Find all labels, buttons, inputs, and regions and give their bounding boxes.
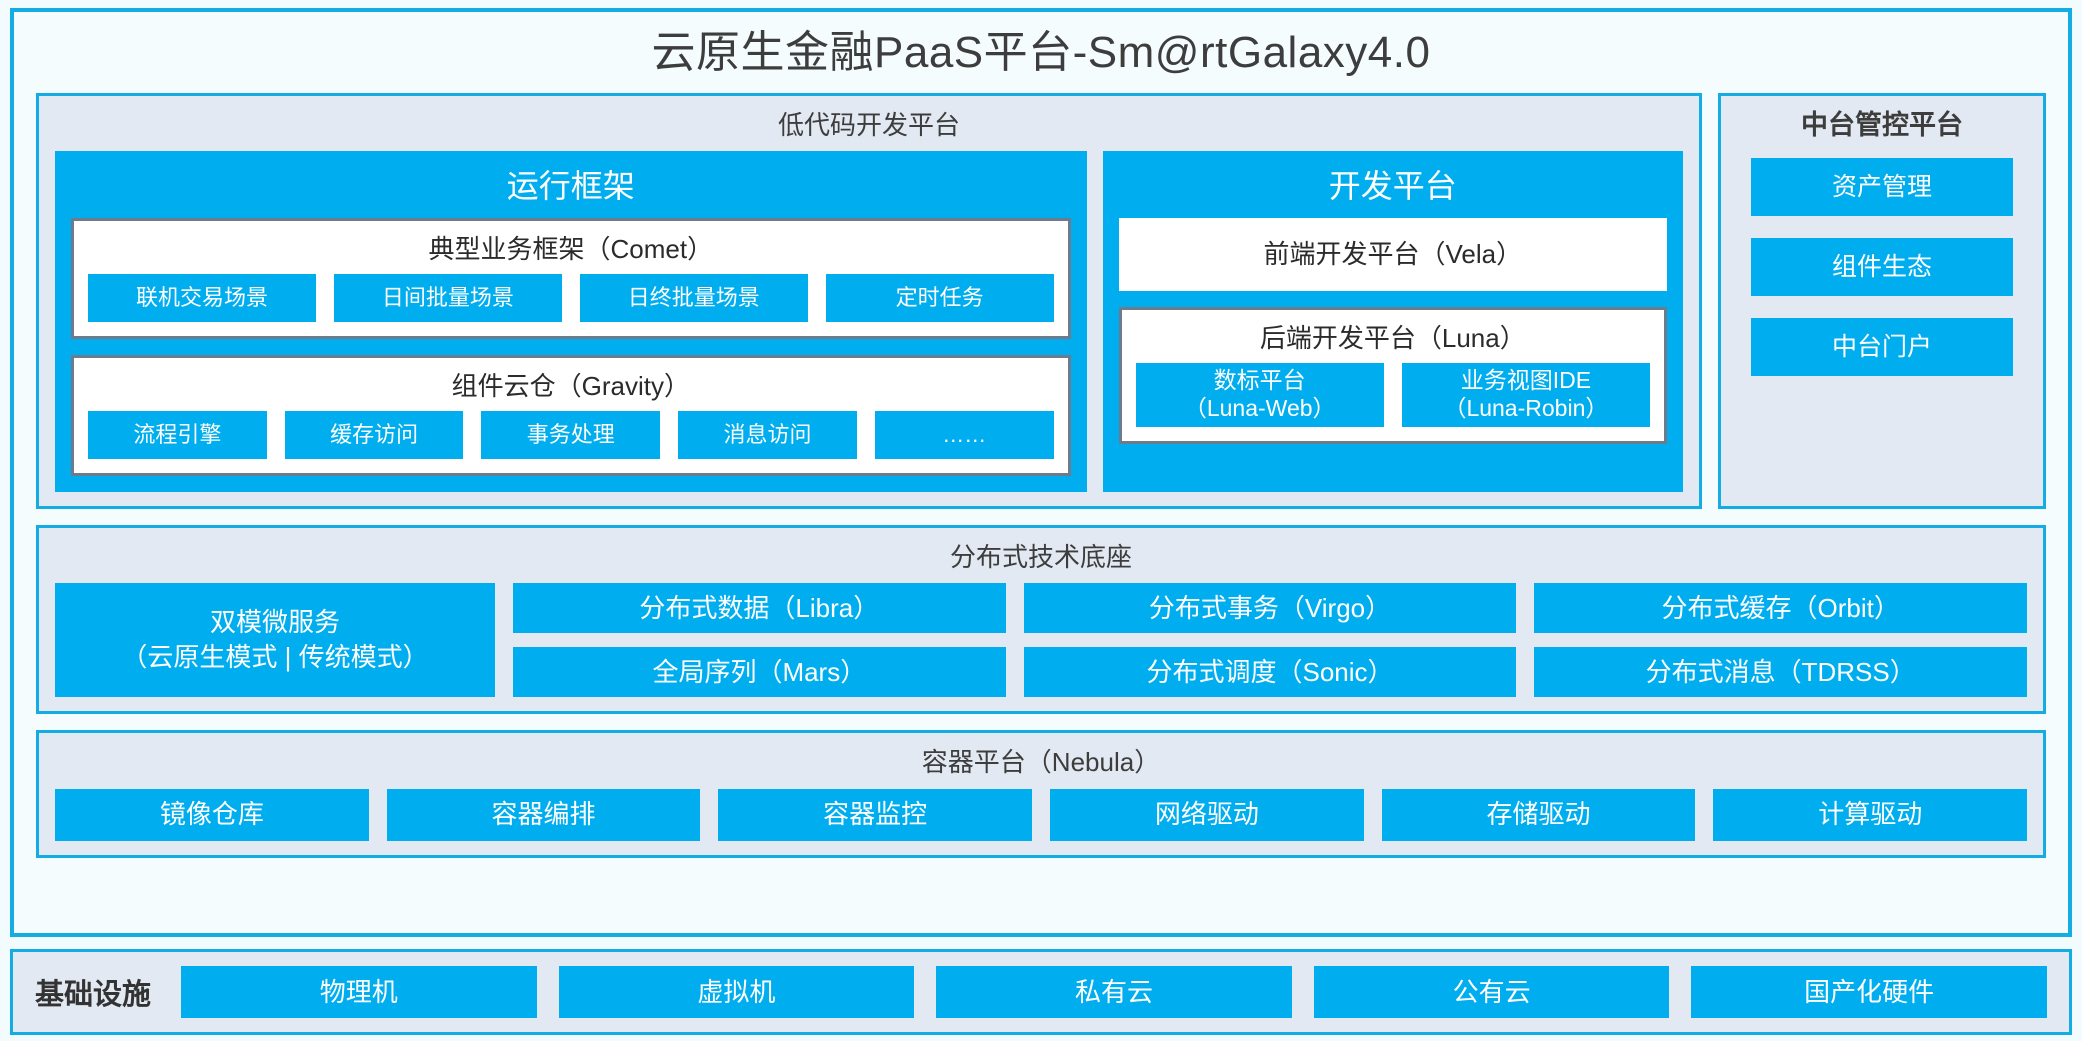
zhongtai-control-panel: 中台管控平台 资产管理 组件生态 中台门户 — [1718, 92, 2046, 509]
dev-platform-title: 开发平台 — [1328, 168, 1457, 205]
gravity-item[interactable]: 事务处理 — [481, 410, 661, 459]
zhongtai-item-asset-management[interactable]: 资产管理 — [1751, 158, 2013, 217]
backend-item-luna-robin[interactable]: 业务视图IDE （Luna-Robin） — [1401, 362, 1651, 427]
container-platform-wrap: 容器平台（Nebula） 镜像仓库 容器编排 容器监控 网络驱动 存储驱动 计算… — [14, 730, 2068, 858]
container-platform-title: 容器平台（Nebula） — [921, 747, 1161, 778]
comet-item[interactable]: 联机交易场景 — [88, 273, 316, 322]
backend-platform-items: 数标平台 （Luna-Web） 业务视图IDE （Luna-Robin） — [1135, 362, 1651, 427]
comet-box: 典型业务框架（Comet） 联机交易场景 日间批量场景 日终批量场景 定时任务 — [71, 218, 1071, 339]
infrastructure-panel: 基础设施 物理机 虚拟机 私有云 公有云 国产化硬件 — [10, 949, 2072, 1035]
gravity-item[interactable]: 消息访问 — [678, 410, 857, 459]
comet-item[interactable]: 定时任务 — [825, 273, 1054, 322]
zhongtai-item-component-ecosystem[interactable]: 组件生态 — [1751, 238, 2013, 297]
gravity-title: 组件云仓（Gravity） — [451, 370, 690, 401]
page-title: 云原生金融PaaS平台-Sm@rtGalaxy4.0 — [651, 28, 1431, 77]
tech-foundation-grid: 双模微服务 （云原生模式 | 传统模式） 分布式数据（Libra） 全局序列（M… — [55, 583, 2028, 698]
container-item-storage-driver[interactable]: 存储驱动 — [1381, 788, 1696, 841]
infrastructure-item-domestic-hardware[interactable]: 国产化硬件 — [1691, 966, 2047, 1018]
backend-platform-box: 后端开发平台（Luna） 数标平台 （Luna-Web） 业务视图IDE （Lu… — [1118, 306, 1667, 444]
container-item-orchestration[interactable]: 容器编排 — [386, 788, 701, 841]
frontend-platform-box[interactable]: 前端开发平台（Vela） — [1118, 218, 1667, 291]
infrastructure-item-private-cloud[interactable]: 私有云 — [936, 966, 1292, 1018]
comet-items: 联机交易场景 日间批量场景 日终批量场景 定时任务 — [88, 273, 1054, 322]
comet-item[interactable]: 日间批量场景 — [333, 273, 562, 322]
container-platform-items: 镜像仓库 容器编排 容器监控 网络驱动 存储驱动 计算驱动 — [55, 788, 2028, 841]
runtime-framework-title: 运行框架 — [506, 168, 635, 205]
tech-column-3: 分布式缓存（Orbit） 分布式消息（TDRSS） — [1534, 583, 2028, 698]
tech-item-tdrss[interactable]: 分布式消息（TDRSS） — [1534, 647, 2028, 698]
zhongtai-item-portal[interactable]: 中台门户 — [1751, 318, 2013, 377]
tech-column-1: 分布式数据（Libra） 全局序列（Mars） — [513, 583, 1006, 698]
tech-foundation-title: 分布式技术底座 — [949, 541, 1132, 572]
tech-item-mars[interactable]: 全局序列（Mars） — [513, 647, 1006, 698]
tech-item-sonic[interactable]: 分布式调度（Sonic） — [1023, 647, 1517, 698]
comet-item[interactable]: 日终批量场景 — [579, 273, 808, 322]
lowcode-platform-title: 低代码开发平台 — [777, 109, 960, 140]
tech-dual-mode-microservice[interactable]: 双模微服务 （云原生模式 | 传统模式） — [55, 583, 495, 698]
gravity-item[interactable]: 缓存访问 — [284, 410, 464, 459]
gravity-items: 流程引擎 缓存访问 事务处理 消息访问 …… — [88, 410, 1054, 459]
tech-item-virgo[interactable]: 分布式事务（Virgo） — [1023, 583, 1517, 634]
lowcode-body: 运行框架 典型业务框架（Comet） 联机交易场景 日间批量场景 日终批量场景 … — [55, 151, 1683, 492]
tech-foundation-wrap: 分布式技术底座 双模微服务 （云原生模式 | 传统模式） 分布式数据（Libra… — [14, 524, 2068, 715]
tech-foundation-panel: 分布式技术底座 双模微服务 （云原生模式 | 传统模式） 分布式数据（Libra… — [36, 524, 2046, 715]
infrastructure-item-virtual-machine[interactable]: 虚拟机 — [558, 966, 915, 1018]
infrastructure-label: 基础设施 — [35, 979, 152, 1011]
upper-row: 低代码开发平台 运行框架 典型业务框架（Comet） 联机交易场景 日间批量场景… — [14, 92, 2068, 509]
gravity-item-more[interactable]: …… — [874, 410, 1054, 459]
backend-platform-title: 后端开发平台（Luna） — [1259, 322, 1526, 353]
infrastructure-items: 物理机 虚拟机 私有云 公有云 国产化硬件 — [181, 966, 2047, 1018]
container-item-monitoring[interactable]: 容器监控 — [718, 788, 1033, 841]
tech-item-orbit[interactable]: 分布式缓存（Orbit） — [1534, 583, 2028, 634]
platform-main-card: 云原生金融PaaS平台-Sm@rtGalaxy4.0 低代码开发平台 运行框架 … — [10, 8, 2072, 937]
infrastructure-item-physical-machine[interactable]: 物理机 — [181, 966, 537, 1018]
lowcode-platform-panel: 低代码开发平台 运行框架 典型业务框架（Comet） 联机交易场景 日间批量场景… — [36, 92, 1702, 509]
frontend-platform-label: 前端开发平台（Vela） — [1263, 239, 1523, 270]
container-item-compute-driver[interactable]: 计算驱动 — [1713, 788, 2028, 841]
container-item-image-repo[interactable]: 镜像仓库 — [55, 788, 369, 841]
dev-platform-block: 开发平台 前端开发平台（Vela） 后端开发平台（Luna） 数标平台 （Lun… — [1102, 151, 1683, 492]
zhongtai-items: 资产管理 组件生态 中台门户 — [1737, 158, 2027, 382]
comet-title: 典型业务框架（Comet） — [428, 234, 714, 265]
backend-item-luna-web[interactable]: 数标平台 （Luna-Web） — [1135, 362, 1384, 427]
gravity-box: 组件云仓（Gravity） 流程引擎 缓存访问 事务处理 消息访问 …… — [71, 354, 1071, 476]
container-item-network-driver[interactable]: 网络驱动 — [1050, 788, 1364, 841]
container-platform-panel: 容器平台（Nebula） 镜像仓库 容器编排 容器监控 网络驱动 存储驱动 计算… — [36, 730, 2046, 858]
gravity-item[interactable]: 流程引擎 — [88, 410, 267, 459]
runtime-framework-block: 运行框架 典型业务框架（Comet） 联机交易场景 日间批量场景 日终批量场景 … — [55, 151, 1087, 492]
infrastructure-item-public-cloud[interactable]: 公有云 — [1313, 966, 1670, 1018]
tech-dual-mode-microservice-wrap: 双模微服务 （云原生模式 | 传统模式） — [55, 583, 495, 698]
zhongtai-control-title: 中台管控平台 — [1801, 109, 1963, 140]
tech-item-libra[interactable]: 分布式数据（Libra） — [513, 583, 1006, 634]
tech-column-2: 分布式事务（Virgo） 分布式调度（Sonic） — [1023, 583, 1517, 698]
